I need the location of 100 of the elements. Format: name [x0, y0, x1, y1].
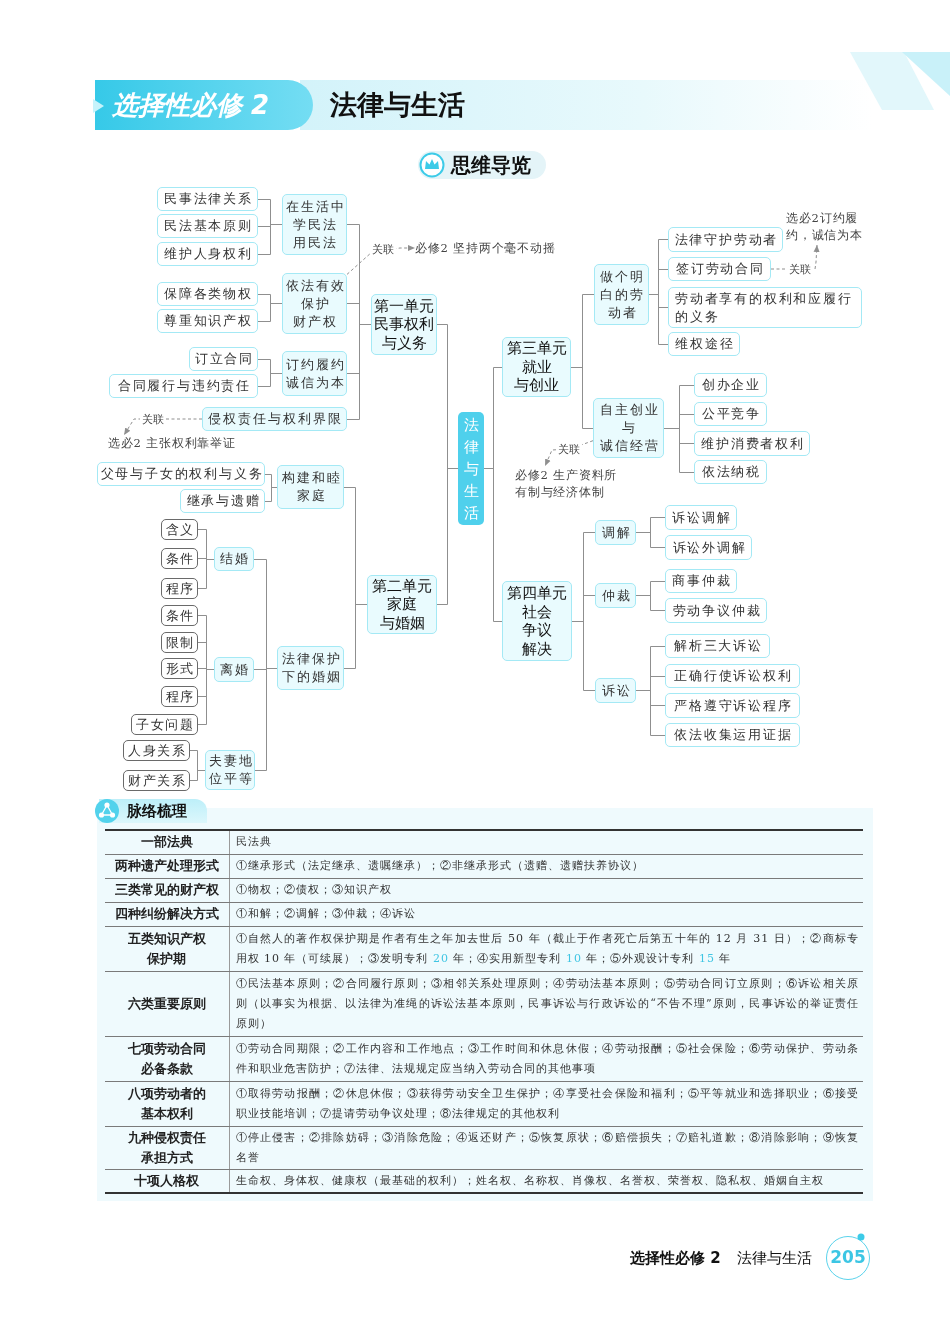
- branch-line: [483, 367, 503, 622]
- title-banner: 选择性必修 2: [95, 80, 313, 130]
- subtopic-box: 离婚: [214, 657, 254, 682]
- branch-line: [635, 646, 666, 736]
- leaf-box: 维护人身权利: [157, 242, 258, 266]
- row-text: ①劳动合同期限；②工作内容和工作地点；③工作时间和休息休假；④劳动报酬；⑤社会保险；⑥劳动保护、劳动条件和职业危害防护；⑦法律、法规规定应当纳入劳动合同的其他事项: [229, 1036, 863, 1081]
- leaf-box: 民事法律关系: [157, 187, 258, 211]
- leaf-box: 正确行使诉讼权利: [665, 664, 800, 688]
- leaf-box: 父母与子女的权利与义务: [97, 462, 265, 486]
- note-text: 必修2 生产资料所有制与经济体制: [515, 466, 627, 502]
- leaf-box: 人身关系: [123, 740, 190, 761]
- subtopic-box: 做个明白的劳动者: [594, 264, 649, 325]
- branch-line: [436, 324, 459, 605]
- row-heading: 两种遗产处理形式: [105, 854, 229, 878]
- branch-line: [197, 529, 215, 589]
- row-text: ①自然人的著作权保护期是作者有生之年加去世后 50 年（截止于作者死亡后第五十年的 12 月 31 日）；②商标专用权 10 年（可续展）；③发明专利 20 年；④实用新型专利 10 年；⑤外观设计专利 15 年: [229, 926, 863, 971]
- branch-line: [635, 517, 666, 548]
- subtopic-box: 侵权责任与权利界限: [202, 407, 347, 431]
- row-heading: 六类重要原则: [105, 971, 229, 1036]
- leaf-box: 继承与遗赠: [180, 489, 265, 513]
- subtopic-box: 诉讼: [595, 678, 636, 703]
- subtopic-box: 法律保护下的婚姻: [277, 646, 344, 690]
- leaf-box: 创办企业: [694, 373, 767, 397]
- branch-line: [257, 359, 283, 387]
- row-heading: 九种侵权责任承担方式: [105, 1126, 229, 1169]
- subtopic-box: 订约履约诚信为本: [282, 351, 347, 396]
- branch-line: [571, 532, 596, 691]
- note-text: 选必2 主张权利靠举证: [108, 435, 248, 451]
- subtopic-box: 结婚: [214, 547, 254, 571]
- branch-line: [570, 294, 595, 429]
- leaf-box: 维护消费者权利: [694, 431, 810, 456]
- footer-text: 选择性必修 2: [630, 1248, 721, 1268]
- row-text: ①继承形式（法定继承、遗嘱继承）；②非继承形式（遗赠、遗赠扶养协议）: [229, 854, 863, 878]
- row-heading: 四种纠纷解决方式: [105, 902, 229, 926]
- leaf-box: 诉讼调解: [665, 505, 737, 530]
- leaf-box: 订立合同: [189, 347, 258, 371]
- subtopic-box: 自主创业与诚信经营: [593, 398, 664, 458]
- unit-box: 第二单元家庭与婚姻: [367, 575, 437, 634]
- leaf-box: 商事仲裁: [665, 569, 737, 593]
- leaf-box: 劳动者享有的权利和应履行的义务: [668, 287, 862, 328]
- leaf-box: 签订劳动合同: [668, 257, 771, 281]
- row-heading: 五类知识产权保护期: [105, 926, 229, 971]
- leaf-box: 依法收集运用证据: [665, 723, 800, 747]
- topic-box: 法律与生活: [458, 412, 484, 525]
- leaf-box: 维权途径: [668, 332, 740, 356]
- leaf-box: 法律守护劳动者: [668, 227, 783, 252]
- leaf-box: 程序: [161, 578, 198, 599]
- branch-line: [663, 385, 695, 473]
- leaf-box: 保障各类物权: [157, 282, 258, 306]
- leaf-box: 解析三大诉讼: [665, 634, 770, 658]
- subtopic-box: 调解: [595, 520, 636, 545]
- leaf-box: 民法基本原则: [157, 214, 258, 238]
- edge-label: 关联: [787, 262, 813, 276]
- leaf-box: 诉讼外调解: [665, 535, 752, 560]
- unit-box: 第一单元民事权利与义务: [371, 294, 437, 355]
- branch-line: [264, 474, 278, 502]
- leaf-box: 条件: [161, 605, 198, 626]
- row-text: 民法典: [229, 830, 863, 854]
- branch-line: [343, 487, 368, 669]
- leaf-box: 子女问题: [131, 714, 198, 735]
- row-text: ①和解；②调解；③仲裁；④诉讼: [229, 902, 863, 926]
- branch-line: [197, 615, 215, 725]
- note-text: 选必2订约履约，诚信为本: [786, 209, 866, 245]
- row-text: 生命权、身体权、健康权（最基础的权利）；姓名权、名称权、肖像权、名誉权、荣誉权、隐私权、婚姻自主权: [229, 1169, 863, 1193]
- leaf-box: 限制: [161, 632, 198, 653]
- branch-line: [635, 581, 666, 611]
- subtopic-box: 仲裁: [595, 583, 636, 608]
- subtopic-box: 在生活中学民法用民法: [282, 194, 347, 255]
- leaf-box: 严格遵守诉讼程序: [665, 693, 800, 718]
- leaf-box: 含义: [161, 519, 198, 540]
- subtopic-box: 依法有效保护财产权: [282, 273, 347, 334]
- row-text: ①物权；②债权；③知识产权: [229, 878, 863, 902]
- branch-line: [257, 199, 283, 255]
- leaf-box: 财产关系: [123, 770, 190, 791]
- footer-text: 法律与生活: [737, 1248, 812, 1268]
- branch-line: [253, 559, 278, 771]
- leaf-box: 尊重知识产权: [157, 309, 258, 333]
- branch-line: [648, 239, 669, 345]
- row-heading: 一部法典: [105, 830, 229, 854]
- leaf-box: 公平竞争: [694, 402, 767, 426]
- row-text: ①民法基本原则；②合同履行原则；③相邻关系处理原则；④劳动法基本原则；⑤劳动合同订立原则；⑥诉讼相关原则（以事实为根据、以法律为准绳的诉讼法基本原则，民事诉讼与行政诉讼的“不告不理”原则，民事诉讼的举证责任原则）: [229, 971, 863, 1036]
- leaf-box: 劳动争议仲裁: [665, 598, 767, 623]
- unit-box: 第四单元社会争议解决: [502, 581, 572, 661]
- leaf-box: 合同履行与违约责任: [109, 374, 258, 398]
- edge-label: 关联: [370, 242, 396, 256]
- row-heading: 八项劳动者的基本权利: [105, 1081, 229, 1126]
- row-heading: 七项劳动合同必备条款: [105, 1036, 229, 1081]
- edge-label: 关联: [140, 412, 166, 426]
- row-heading: 三类常见的财产权: [105, 878, 229, 902]
- branch-line: [346, 224, 372, 420]
- row-text: ①取得劳动报酬；②休息休假；③获得劳动安全卫生保护；④享受社会保险和福利；⑤平等就业和选择职业；⑥接受职业技能培训；⑦提请劳动争议处理；⑧法律规定的其他权利: [229, 1081, 863, 1126]
- branch-line: [189, 750, 206, 781]
- row-heading: 十项人格权: [105, 1169, 229, 1193]
- branch-line: [257, 294, 283, 322]
- subtopic-box: 构建和睦家庭: [277, 465, 344, 509]
- row-text: ①停止侵害；②排除妨碍；③消除危险；④返还财产；⑤恢复原状；⑥赔偿损失；⑦赔礼道歉；⑧消除影响；⑨恢复名誉: [229, 1126, 863, 1169]
- subtopic-box: 夫妻地位平等: [205, 750, 255, 790]
- edge-label: 关联: [556, 442, 582, 456]
- leaf-box: 程序: [161, 686, 198, 707]
- note-text: 必修2 坚持两个毫不动摇: [415, 240, 557, 256]
